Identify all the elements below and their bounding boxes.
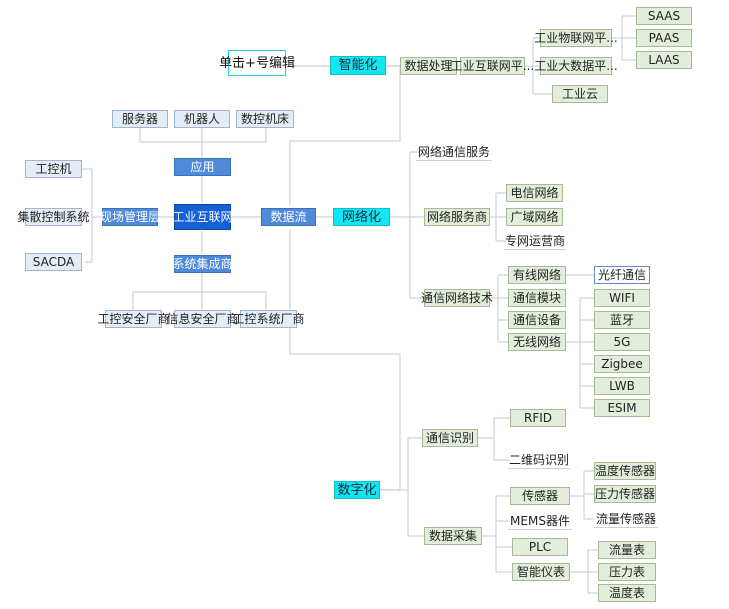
temp-meter-node[interactable]: 温度表 bbox=[598, 584, 656, 602]
iip-node[interactable]: 工业互联网平... bbox=[450, 57, 535, 75]
flow-sensor-node[interactable]: 流量传感器 bbox=[594, 510, 658, 528]
bigdata-platform-node[interactable]: 工业大数据平... bbox=[534, 57, 618, 75]
industrial-cloud-node[interactable]: 工业云 bbox=[552, 85, 608, 103]
comm-service-node[interactable]: 网络通信服务 bbox=[416, 143, 492, 161]
5g-node[interactable]: 5G bbox=[594, 333, 650, 351]
comm-id-node[interactable]: 通信识别 bbox=[422, 429, 478, 447]
dcs-node[interactable]: 集散控制系统 bbox=[17, 208, 90, 226]
comm-device-node[interactable]: 通信设备 bbox=[508, 311, 566, 329]
wireless-node[interactable]: 无线网络 bbox=[508, 333, 566, 351]
system-integrator-node[interactable]: 系统集成商 bbox=[172, 255, 233, 273]
wired-node[interactable]: 有线网络 bbox=[508, 266, 566, 284]
sacda-node[interactable]: SACDA bbox=[25, 253, 82, 271]
fiber-node[interactable]: 光纤通信 bbox=[594, 266, 650, 284]
ics-security-vendor-node[interactable]: 工控安全厂商 bbox=[97, 310, 170, 328]
net-provider-node[interactable]: 网络服务商 bbox=[424, 208, 490, 226]
infosec-vendor-node[interactable]: 信息安全厂商 bbox=[166, 310, 239, 328]
edit-hint-box[interactable]: 单击+号编辑 bbox=[219, 50, 295, 76]
comm-tech-node[interactable]: 通信网络技术 bbox=[421, 289, 494, 307]
digital-node[interactable]: 数字化 bbox=[334, 481, 380, 499]
paas-node[interactable]: PAAS bbox=[636, 29, 692, 47]
comm-module-node[interactable]: 通信模块 bbox=[508, 289, 566, 307]
intelligent-node[interactable]: 智能化 bbox=[330, 56, 386, 75]
mems-node[interactable]: MEMS器件 bbox=[508, 512, 572, 530]
iot-platform-node[interactable]: 工业物联网平... bbox=[534, 29, 618, 47]
server-node[interactable]: 服务器 bbox=[112, 110, 168, 128]
zigbee-node[interactable]: Zigbee bbox=[594, 355, 650, 373]
flow-meter-node[interactable]: 流量表 bbox=[598, 541, 656, 559]
qr-code-node[interactable]: 二维码识别 bbox=[508, 451, 570, 469]
telecom-node[interactable]: 电信网络 bbox=[506, 184, 563, 202]
saas-node[interactable]: SAAS bbox=[636, 7, 692, 25]
sensor-node[interactable]: 传感器 bbox=[510, 487, 570, 505]
data-collection-node[interactable]: 数据采集 bbox=[424, 527, 482, 545]
plc-node[interactable]: PLC bbox=[512, 538, 568, 556]
data-processing-node[interactable]: 数据处理 bbox=[400, 57, 457, 75]
pressure-sensor-node[interactable]: 压力传感器 bbox=[594, 485, 656, 503]
smart-meter-node[interactable]: 智能仪表 bbox=[512, 563, 570, 581]
cnc-machine-node[interactable]: 数控机床 bbox=[236, 110, 294, 128]
esim-node[interactable]: ESIM bbox=[594, 399, 650, 417]
data-flow-node[interactable]: 数据流 bbox=[261, 208, 316, 226]
network-node[interactable]: 网络化 bbox=[333, 208, 390, 226]
ics-system-vendor-node[interactable]: 工控系统厂商 bbox=[232, 310, 305, 328]
application-node[interactable]: 应用 bbox=[174, 158, 231, 176]
industrial-pc-node[interactable]: 工控机 bbox=[25, 160, 82, 178]
temp-sensor-node[interactable]: 温度传感器 bbox=[594, 462, 656, 480]
field-management-node[interactable]: 现场管理层 bbox=[100, 208, 161, 226]
private-net-node[interactable]: 专网运营商 bbox=[504, 232, 566, 250]
laas-node[interactable]: LAAS bbox=[636, 51, 692, 69]
wan-node[interactable]: 广域网络 bbox=[506, 208, 563, 226]
lwb-node[interactable]: LWB bbox=[594, 377, 650, 395]
pressure-meter-node[interactable]: 压力表 bbox=[598, 563, 656, 581]
robot-node[interactable]: 机器人 bbox=[174, 110, 230, 128]
root-node[interactable]: 工业互联网 bbox=[173, 204, 233, 230]
bluetooth-node[interactable]: 蓝牙 bbox=[594, 311, 650, 329]
wifi-node[interactable]: WIFI bbox=[594, 289, 650, 307]
rfid-node[interactable]: RFID bbox=[510, 409, 566, 427]
